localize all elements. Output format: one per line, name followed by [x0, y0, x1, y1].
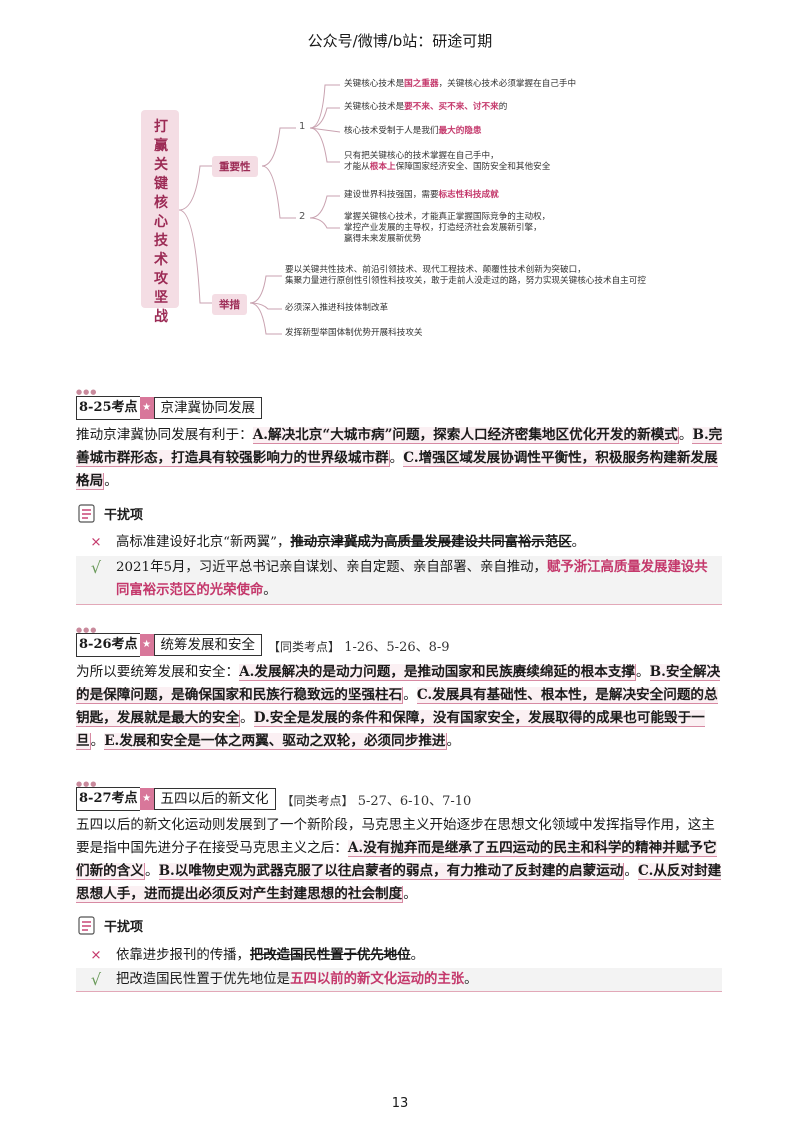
section-dots: ●●●	[76, 626, 98, 634]
star-icon: ★	[139, 397, 154, 419]
mindmap-leaf: 发挥新型举国体制优势开展科技攻关	[285, 328, 423, 338]
cross-icon: ×	[90, 535, 102, 550]
section-title: 京津冀协同发展	[153, 397, 263, 419]
cross-icon: ×	[90, 948, 102, 963]
mindmap-num-2: 2	[299, 211, 306, 222]
section-dots: ●●●	[76, 388, 98, 396]
mindmap-branch-measures: 举措	[212, 294, 247, 315]
option-a: A.解决北京“大城市病”问题，探索人口经济密集地区优化开发的新模式	[252, 427, 679, 444]
star-icon: ★	[139, 788, 154, 810]
option-a: A.发展解决的是动力问题，是推动国家和民族赓续绵延的根本支撑	[239, 664, 637, 681]
mindmap-root-label: 打赢关键核心技术攻坚战	[154, 119, 168, 325]
star-icon: ★	[139, 634, 154, 656]
section-header-8-27: 8-27考点 ★ 五四以后的新文化 【同类考点】 5-27、6-10、7-10	[76, 787, 471, 811]
section-code: 8-25考点	[76, 396, 140, 420]
distractor-heading: 干扰项	[76, 502, 143, 524]
section-title: 五四以后的新文化	[153, 788, 276, 810]
mindmap-root-box	[141, 110, 179, 308]
mindmap-leaf: 关键核心技术是要不来、买不来、讨不来的	[344, 102, 508, 112]
option-e: E.发展和安全是一体之两翼、驱动之双轮，必须同步推进	[104, 733, 447, 750]
distractor-wrong-row: × 高标准建设好北京“新两翼”，推动京津冀成为高质量发展建设共同富裕示范区。	[76, 531, 722, 554]
section-paragraph: 五四以后的新文化运动则发展到了一个新阶段，马克思主义开始逐步在思想文化领域中发挥…	[76, 817, 722, 903]
mindmap-leaf: 核心技术受制于人是我们最大的隐患	[344, 126, 482, 136]
mindmap-leaf: 掌握关键核心技术，才能真正掌握国际竞争的主动权， 掌控产业发展的主导权，打造经济…	[344, 212, 551, 244]
mindmap-leaf: 只有把关键核心的技术掌握在自己手中， 才能从根本上保障国家经济安全、国防安全和其…	[344, 151, 551, 172]
mindmap-branch-importance: 重要性	[212, 156, 258, 177]
related-points: 【同类考点】 1-26、5-26、8-9	[268, 639, 450, 655]
distractor-heading: 干扰项	[76, 914, 143, 936]
section-code: 8-27考点	[76, 787, 140, 811]
distractor-correct-row: √ 2021年5月，习近平总书记亲自谋划、亲自定题、亲自部署、亲自推动，赋予浙江…	[76, 556, 722, 605]
mindmap-connectors	[178, 84, 341, 335]
mindmap-leaf: 必须深入推进科技体制改革	[285, 303, 389, 313]
section-paragraph: 推动京津冀协同发展有利于：A.解决北京“大城市病”问题，探索人口经济密集地区优化…	[76, 427, 723, 490]
mindmap-leaf: 要以关键共性技术、前沿引领技术、现代工程技术、颠覆性技术创新为突破口， 集聚力量…	[285, 265, 646, 286]
section-dots: ●●●	[76, 780, 98, 788]
page-header: 公众号/微博/b站：研途可期	[307, 32, 493, 50]
book-icon	[76, 502, 98, 524]
section-code: 8-26考点	[76, 633, 140, 657]
section-header-8-25: 8-25考点 ★ 京津冀协同发展	[76, 396, 263, 420]
section-title: 统筹发展和安全	[153, 634, 263, 656]
section-header-8-26: 8-26考点 ★ 统筹发展和安全 【同类考点】 1-26、5-26、8-9	[76, 633, 450, 657]
mindmap-leaf: 建设世界科技强国，需要标志性科技成就	[344, 190, 499, 200]
option-b: B.以唯物史观为武器克服了以往启蒙者的弱点，有力推动了反封建的启蒙运动	[158, 863, 625, 880]
related-points: 【同类考点】 5-27、6-10、7-10	[281, 793, 472, 809]
check-icon: √	[90, 970, 102, 989]
distractor-wrong-row: × 依靠进步报刊的传播，把改造国民性置于优先地位。	[76, 944, 722, 967]
check-icon: √	[90, 558, 102, 577]
mindmap-leaf: 关键核心技术是国之重器，关键核心技术必须掌握在自己手中	[344, 79, 577, 89]
page-number: 13	[391, 1096, 409, 1111]
book-icon	[76, 914, 98, 936]
distractor-correct-row: √ 把改造国民性置于优先地位是五四以前的新文化运动的主张。	[76, 968, 722, 992]
section-paragraph: 为所以要统筹发展和安全：A.发展解决的是动力问题，是推动国家和民族赓续绵延的根本…	[76, 664, 721, 750]
mindmap-num-1: 1	[299, 121, 306, 132]
